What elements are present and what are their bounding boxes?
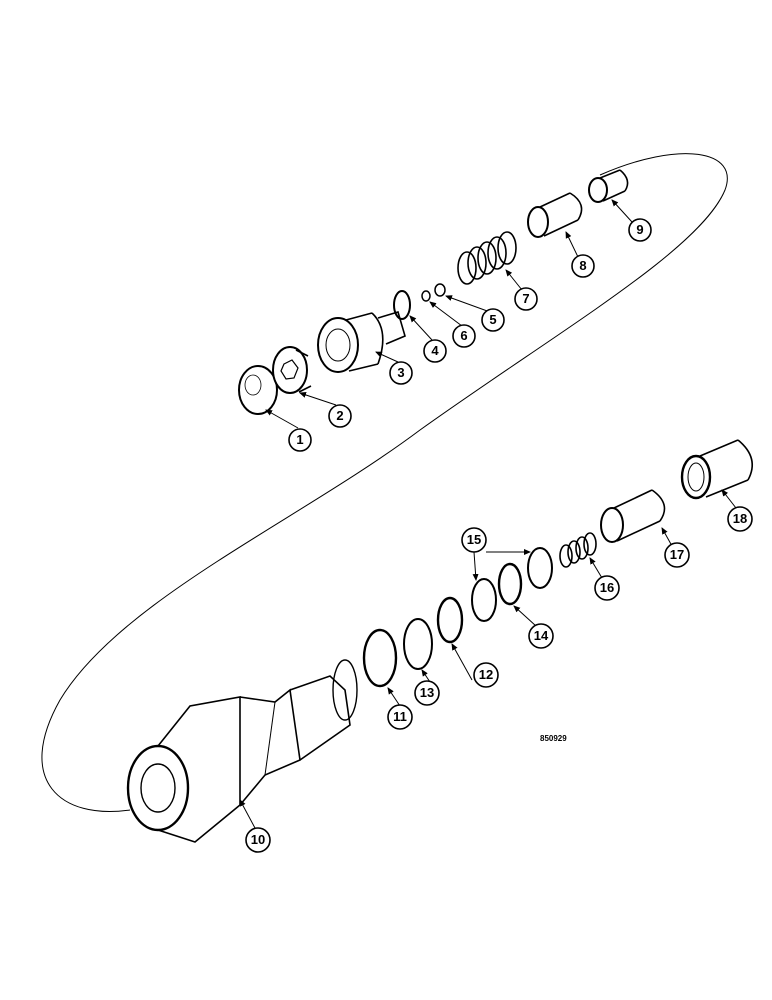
- part-6-washer: [421, 290, 431, 302]
- svg-text:3: 3: [397, 365, 404, 380]
- callout-4: 4: [423, 339, 447, 363]
- callout-10: 10: [245, 827, 271, 853]
- callout-leaders: [239, 199, 737, 829]
- svg-text:16: 16: [600, 580, 614, 595]
- part-16-spring: [559, 532, 597, 568]
- svg-text:9: 9: [636, 222, 643, 237]
- svg-text:15: 15: [467, 532, 481, 547]
- callout-8: 8: [571, 254, 595, 278]
- callout-3: 3: [389, 361, 413, 385]
- part-9-bushing: [588, 169, 629, 203]
- part-8-sleeve: [527, 192, 583, 238]
- callout-14: 14: [528, 623, 554, 649]
- reference-code: 850929: [540, 734, 567, 743]
- svg-text:10: 10: [251, 832, 265, 847]
- svg-text:8: 8: [579, 258, 586, 273]
- part-14-o-ring: [497, 562, 523, 606]
- svg-text:1: 1: [296, 432, 303, 447]
- part-15-washer-b: [527, 547, 553, 589]
- part-4-o-ring: [393, 290, 411, 320]
- part-2-plug: [272, 346, 312, 394]
- part-1-cap: [238, 365, 278, 415]
- part-13-backup-ring: [403, 618, 433, 670]
- part-15-washer-a: [471, 578, 497, 622]
- callout-11: 11: [387, 704, 413, 730]
- callout-17: 17: [664, 542, 690, 568]
- svg-text:18: 18: [733, 511, 747, 526]
- callout-9: 9: [628, 218, 652, 242]
- callout-16: 16: [594, 575, 620, 601]
- callout-13: 13: [414, 680, 440, 706]
- callout-6: 6: [452, 324, 476, 348]
- part-17-sleeve: [600, 489, 666, 543]
- part-7-spring: [457, 231, 517, 285]
- svg-text:17: 17: [670, 547, 684, 562]
- part-18-fitting: [680, 439, 754, 500]
- svg-text:11: 11: [393, 709, 407, 724]
- callout-18: 18: [727, 506, 753, 532]
- callout-7: 7: [514, 287, 538, 311]
- callout-15: 15: [461, 527, 487, 553]
- callout-5: 5: [481, 308, 505, 332]
- svg-text:4: 4: [431, 343, 439, 358]
- callout-2: 2: [328, 404, 352, 428]
- assembly-centerline: [41, 153, 728, 812]
- part-3-body: [317, 311, 406, 373]
- part-10-housing: [126, 659, 358, 843]
- callout-12: 12: [473, 662, 499, 688]
- part-5-ball: [434, 283, 446, 297]
- svg-text:7: 7: [522, 291, 529, 306]
- svg-text:5: 5: [489, 312, 496, 327]
- svg-text:13: 13: [420, 685, 434, 700]
- svg-text:2: 2: [336, 408, 343, 423]
- svg-text:12: 12: [479, 667, 493, 682]
- svg-text:6: 6: [460, 328, 467, 343]
- part-12-o-ring: [436, 596, 464, 644]
- part-11-o-ring: [362, 628, 398, 688]
- svg-text:14: 14: [534, 628, 549, 643]
- callout-1: 1: [288, 428, 312, 452]
